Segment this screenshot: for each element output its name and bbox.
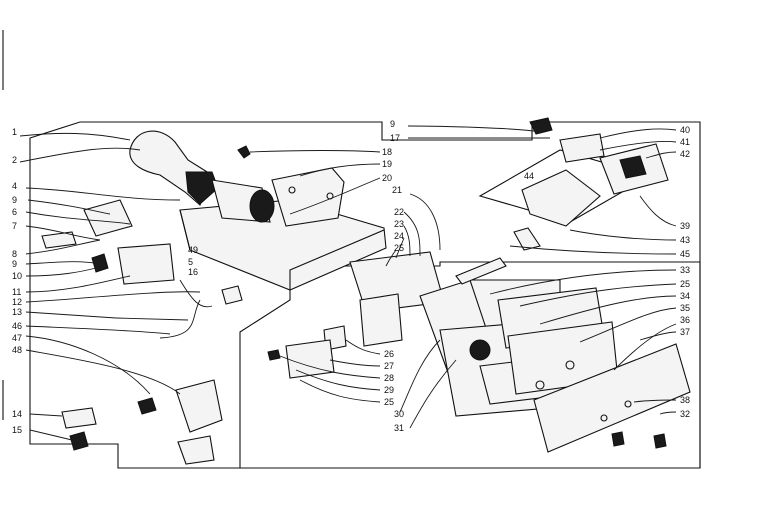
callout-48: 48	[12, 345, 23, 355]
outer-panel-37	[533, 343, 691, 453]
tube-24	[455, 257, 507, 285]
callout-4: 4	[12, 181, 18, 191]
callout-9-top: 9	[390, 119, 396, 129]
igniter-bracket	[175, 379, 223, 433]
thermocouple-bracket	[117, 243, 175, 285]
callout-26: 26	[384, 349, 395, 359]
callout-33: 33	[680, 265, 691, 275]
leader-lines	[19, 125, 677, 441]
callout-7: 7	[12, 221, 18, 231]
screw-32	[611, 431, 625, 447]
cylinder-end	[249, 189, 275, 223]
callout-42: 42	[680, 149, 691, 159]
fitting-17	[529, 117, 553, 135]
callout-46: 46	[12, 321, 23, 331]
callout-16: 16	[188, 267, 199, 277]
callout-34: 34	[680, 291, 691, 301]
callout-18: 18	[382, 147, 393, 157]
callout-23: 23	[394, 219, 405, 229]
panel-hole	[535, 380, 545, 390]
callout-39: 39	[680, 221, 691, 231]
clip-7	[41, 231, 77, 249]
callout-25c: 25	[384, 397, 395, 407]
callout-27: 27	[384, 361, 395, 371]
callout-43: 43	[680, 235, 691, 245]
callout-19: 19	[382, 159, 393, 169]
panel-hole	[600, 414, 608, 422]
callout-6: 6	[12, 207, 18, 217]
plug-14	[61, 407, 97, 429]
assembly-frame	[29, 121, 701, 469]
screw-47	[137, 397, 157, 415]
callout-17: 17	[390, 133, 401, 143]
tube-43	[513, 227, 541, 251]
motor-pulley	[469, 339, 491, 361]
callout-10: 10	[12, 271, 23, 281]
thermocouple-lead	[179, 279, 213, 308]
callout-22: 22	[394, 207, 405, 217]
screw-28	[267, 349, 281, 361]
callout-38: 38	[680, 395, 691, 405]
callout-37: 37	[680, 327, 691, 337]
control-valve	[521, 169, 601, 227]
callout-40: 40	[680, 125, 691, 135]
panel-hole	[565, 360, 575, 370]
clip-13	[221, 285, 243, 305]
screw-18	[237, 145, 251, 159]
callout-45: 45	[680, 249, 691, 259]
valve-knob	[619, 155, 647, 179]
callout-35: 35	[680, 303, 691, 313]
burner-collar	[185, 171, 219, 205]
callout-31: 31	[394, 423, 405, 433]
callout-36: 36	[680, 315, 691, 325]
callout-9: 9	[12, 195, 18, 205]
callout-20: 20	[382, 173, 393, 183]
callout-41: 41	[680, 137, 691, 147]
callout-24: 24	[394, 231, 405, 241]
clip-48	[177, 435, 215, 465]
electrode-wire	[115, 299, 201, 339]
callout-28: 28	[384, 373, 395, 383]
gasket-27	[285, 339, 335, 379]
callout-29: 29	[384, 385, 395, 395]
callout-15: 15	[12, 425, 23, 435]
callout-14: 14	[12, 409, 23, 419]
callout-32: 32	[680, 409, 691, 419]
callout-11: 11	[12, 287, 22, 297]
callout-47: 47	[12, 333, 23, 343]
bracket-hole	[288, 186, 296, 194]
callout-44: 44	[524, 171, 535, 181]
callout-1: 1	[12, 127, 18, 137]
valve-bracket	[83, 199, 133, 237]
callout-25: 25	[394, 243, 405, 253]
screw-38	[653, 433, 667, 449]
fitting-40	[559, 133, 605, 163]
callout-25b: 25	[680, 279, 691, 289]
plug-15	[69, 431, 89, 451]
callout-8: 8	[12, 249, 18, 259]
callout-21: 21	[392, 185, 403, 195]
heater-panel-25	[359, 293, 403, 347]
panel-hole	[624, 400, 632, 408]
callout-13: 13	[12, 307, 23, 317]
callout-5: 5	[188, 257, 194, 267]
callout-9b: 9	[12, 259, 18, 269]
callout-30: 30	[394, 409, 405, 419]
callout-12: 12	[12, 297, 23, 307]
chassis-edge	[179, 209, 385, 290]
spring-10	[91, 253, 109, 273]
callout-49: 49	[188, 245, 199, 255]
callout-2: 2	[12, 155, 18, 165]
